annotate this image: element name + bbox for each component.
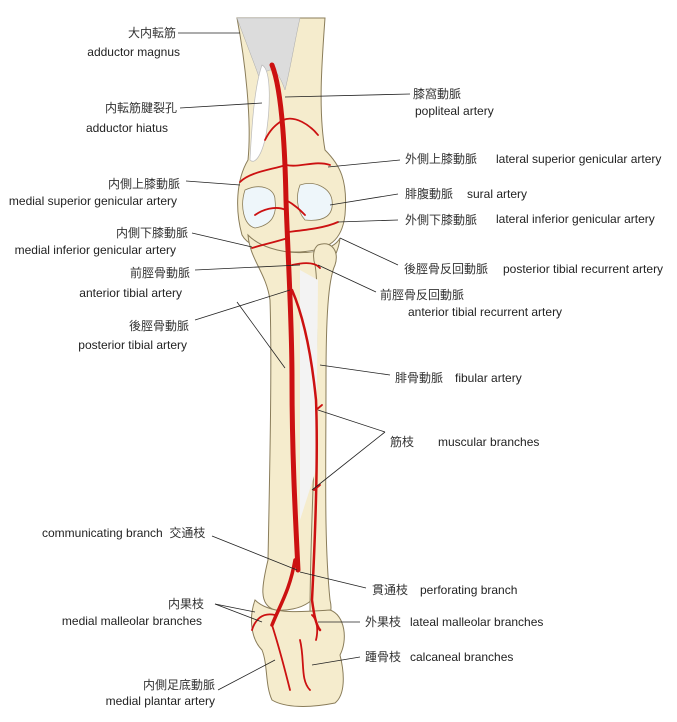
recurrent-branches <box>291 262 321 269</box>
ant-tibial-en: anterior tibial artery <box>79 286 182 300</box>
med-sup-genicular-en: medial superior genicular artery <box>8 194 177 208</box>
fibular-artery <box>290 288 322 632</box>
fibular-ja: 腓骨動脈 <box>395 371 444 385</box>
popliteal-ja: 膝窩動脈 <box>413 87 462 101</box>
lateral-condyle-cartilage <box>297 183 333 221</box>
med-plantar-en: medial plantar artery <box>105 694 215 708</box>
perforating-en: perforating branch <box>420 583 518 597</box>
adductor-magnus-en: adductor magnus <box>87 45 180 59</box>
arteries <box>239 62 339 691</box>
ant-tibial-ja: 前脛骨動脈 <box>129 266 190 280</box>
ant-tib-recurrent-ja: 前脛骨反回動脈 <box>380 288 465 302</box>
calcaneal-ja: 踵骨枝 <box>365 650 402 664</box>
muscular-en: muscular branches <box>438 435 540 449</box>
lat-malleolar-en: lateal malleolar branches <box>410 615 544 629</box>
ant-tib-recurrent-en: anterior tibial recurrent artery <box>408 305 563 319</box>
upper-branches <box>264 117 319 141</box>
foot <box>251 599 345 707</box>
sural-branch <box>254 199 306 216</box>
adductor-magnus-ja: 大内転筋 <box>127 26 176 40</box>
posterior-tibial-artery <box>270 558 297 627</box>
lat-inf-genicular-en: lateral inferior genicular artery <box>496 212 655 226</box>
adductor-hiatus <box>249 64 270 162</box>
med-malleolar-en: medial malleolar branches <box>61 614 202 628</box>
med-sup-genicular-ja: 内側上膝動脈 <box>107 177 180 191</box>
adductor-hiatus-en: adductor hiatus <box>85 121 168 135</box>
muscular-branch <box>313 404 323 491</box>
plantar-branches <box>271 624 311 691</box>
lat-sup-genicular-ja: 外側上膝動脈 <box>405 152 478 166</box>
sural-ja: 腓腹動脈 <box>405 187 454 201</box>
communicating-en: communicating branch <box>42 526 163 540</box>
communicating-ja: 交通枝 <box>169 526 206 540</box>
med-inf-genicular-en: medial inferior genicular artery <box>14 243 176 257</box>
lat-sup-genicular-en: lateral superior genicular artery <box>496 152 662 166</box>
fibular-en: fibular artery <box>455 371 522 385</box>
branches <box>239 117 339 691</box>
communicating-branch-label: communicating branch 交通枝 <box>42 526 205 540</box>
muscular-ja: 筋枝 <box>390 435 415 449</box>
med-inf-genicular-ja: 内側下膝動脈 <box>115 226 188 240</box>
inferior-genicular-branch <box>251 221 339 249</box>
post-tib-recurrent-ja: 後脛骨反回動脈 <box>404 262 489 276</box>
cartilage <box>242 183 333 229</box>
leader-lines <box>178 32 411 691</box>
post-tibial-en: posterior tibial artery <box>78 338 187 352</box>
popliteal-en: popliteal artery <box>415 104 494 118</box>
lat-malleolar-ja: 外果枝 <box>365 615 402 629</box>
med-malleolar-ja: 内果枝 <box>167 597 204 611</box>
malleolar-branches <box>251 613 319 641</box>
superior-genicular-branch <box>239 162 331 183</box>
perforating-ja: 貫通枝 <box>372 583 409 597</box>
sural-en: sural artery <box>467 187 528 201</box>
post-tibial-ja: 後脛骨動脈 <box>128 319 189 333</box>
lat-inf-genicular-ja: 外側下膝動脈 <box>405 213 478 227</box>
medial-condyle-cartilage <box>242 186 276 229</box>
calcaneal-en: calcaneal branches <box>410 650 514 664</box>
adductor-hiatus-ja: 内転筋腱裂孔 <box>104 101 177 115</box>
post-tib-recurrent-en: posterior tibial recurrent artery <box>503 262 664 276</box>
main-artery <box>269 62 301 573</box>
med-plantar-ja: 内側足底動脈 <box>142 678 215 692</box>
